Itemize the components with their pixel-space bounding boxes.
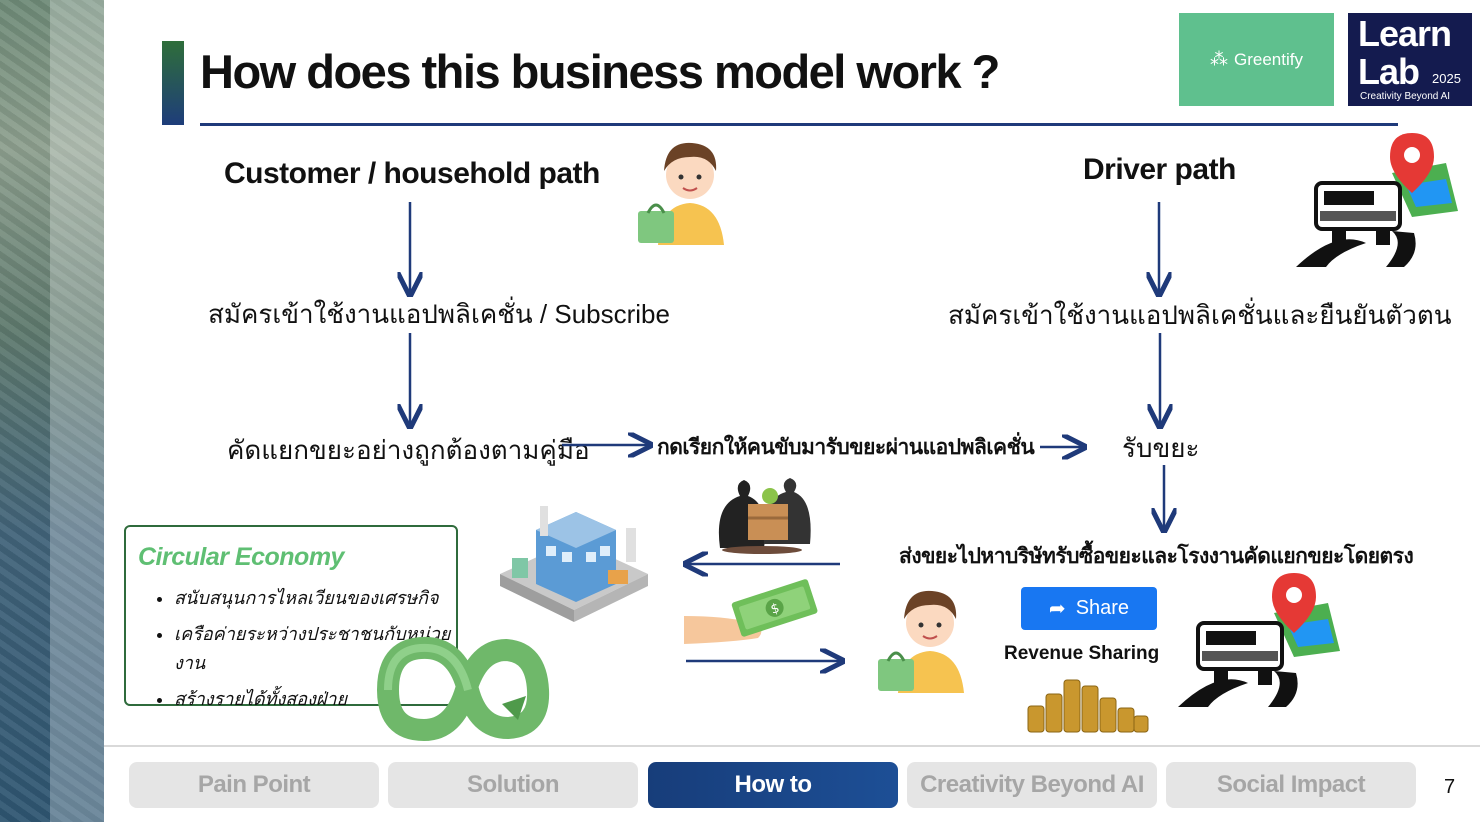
page-title: How does this business model work ? (200, 45, 1000, 98)
cash-hand-icon: $ (684, 579, 818, 644)
share-button[interactable]: ➦ Share (1021, 587, 1157, 630)
tab-how-to[interactable]: How to (648, 762, 898, 808)
tab-pain-point[interactable]: Pain Point (129, 762, 379, 808)
driver-path-heading: Driver path (1083, 153, 1236, 186)
call-driver-step: กดเรียกให้คนขับมารับขยะผ่านแอปพลิเคชั่น (657, 436, 1035, 459)
customer-step-subscribe: สมัครเข้าใช้งานแอปพลิเคชั่น / Subscribe (208, 299, 670, 329)
circular-economy-box: Circular Economy สนับสนุนการไหลเวียนของเ… (124, 525, 458, 709)
learnlab-logo-year: 2025 (1432, 71, 1461, 86)
greentify-logo-text: Greentify (1234, 49, 1303, 69)
learnlab-logo: Learn Lab 2025 Creativity Beyond AI (1348, 13, 1472, 106)
title-underline (200, 123, 1398, 126)
revenue-sharing-label: Revenue Sharing (1004, 643, 1160, 664)
tab-social-impact[interactable]: Social Impact (1166, 762, 1416, 808)
driver-step-register: สมัครเข้าใช้งานแอปพลิเคชั่นและยืนยันตัวต… (948, 300, 1452, 330)
customer-step-sort-waste: คัดแยกขยะอย่างถูกต้องตามคู่มือ (227, 435, 590, 465)
trash-bags-icon (718, 478, 811, 554)
learnlab-logo-tagline: Creativity Beyond AI (1360, 91, 1451, 102)
nav-divider (104, 745, 1480, 747)
customer-path-heading: Customer / household path (224, 157, 600, 190)
title-accent-bar (162, 41, 184, 125)
list-item: สนับสนุนการไหลเวียนของเศรษกิจ (174, 583, 456, 612)
list-item: สร้างรายได้ทั้งสองฝ่าย (174, 684, 456, 713)
share-button-label: Share (1075, 597, 1130, 619)
tab-creativity-beyond-ai[interactable]: Creativity Beyond AI (907, 762, 1157, 808)
factory-building-icon (500, 506, 648, 622)
background-photo-strip (0, 0, 104, 822)
tab-solution[interactable]: Solution (388, 762, 638, 808)
pickup-truck-icon-2 (1178, 573, 1340, 707)
driver-step-deliver: ส่งขยะไปหาบริษัทรับซื้อขยะและโรงงานคัดแย… (899, 545, 1414, 568)
person-with-bag-icon (638, 142, 724, 245)
pickup-truck-icon (1296, 133, 1458, 267)
list-item: เครือค่ายระหว่างประชาชนกับหน่วยงาน (174, 619, 456, 677)
circular-economy-title: Circular Economy (138, 543, 344, 571)
greentify-dots-icon: ⁂ (1210, 49, 1228, 69)
recycle-infinity-icon (376, 636, 550, 742)
coin-stacks-icon (1027, 679, 1149, 733)
greentify-logo: ⁂ Greentify (1179, 13, 1334, 106)
share-arrow-icon: ➦ (1048, 598, 1066, 620)
circular-economy-list: สนับสนุนการไหลเวียนของเศรษกิจ เครือค่ายร… (154, 583, 456, 720)
learnlab-logo-lab: Lab (1358, 51, 1420, 92)
driver-step-pickup: รับขยะ (1122, 433, 1200, 463)
page-number: 7 (1444, 776, 1456, 798)
person-with-bag-icon-2 (878, 590, 964, 693)
learnlab-logo-learn: Learn (1358, 13, 1452, 54)
